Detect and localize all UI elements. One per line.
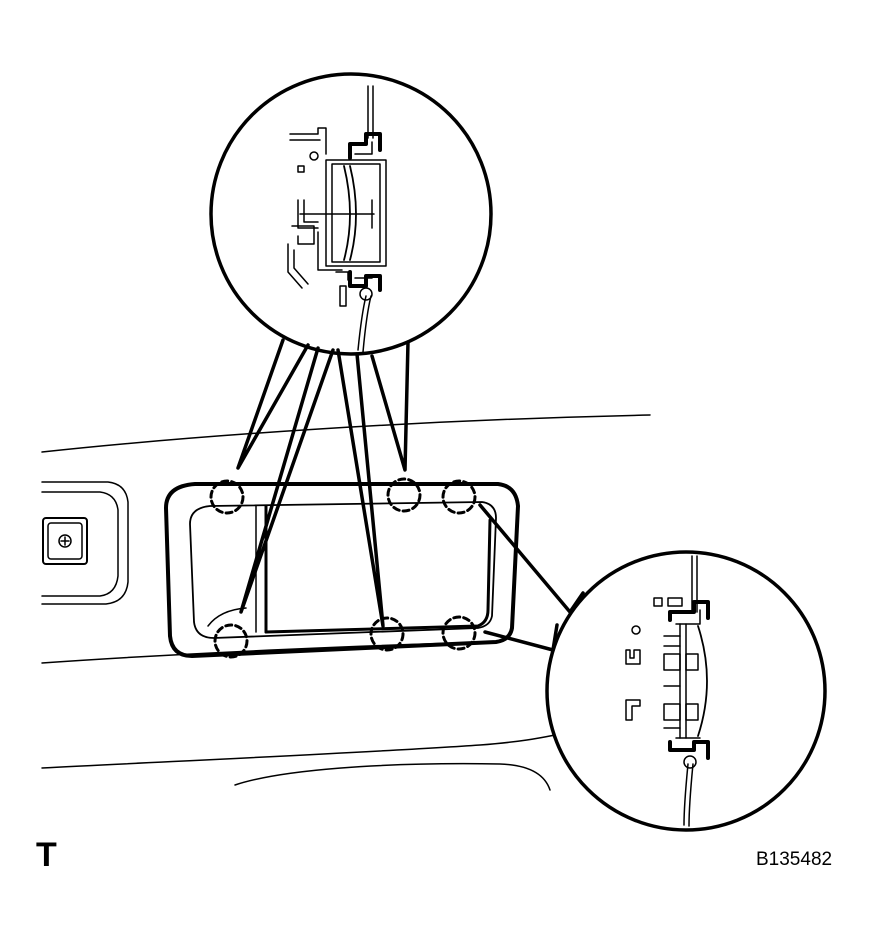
top-callout-leaders [236,338,410,628]
clip-marker [386,477,422,513]
clip-marker [441,615,477,651]
armrest-trim-panel [164,482,520,658]
top-detail-callout [209,72,493,356]
right-detail-callout [545,550,827,832]
clip-marker [213,623,249,659]
clip-marker [369,616,405,652]
figure-id: B135482 [756,849,833,870]
clip-marker [209,479,245,515]
clip-locations [209,477,477,659]
clip-marker [441,479,477,515]
door-panel-background [41,414,651,791]
view-orientation-mark: T [36,836,57,874]
